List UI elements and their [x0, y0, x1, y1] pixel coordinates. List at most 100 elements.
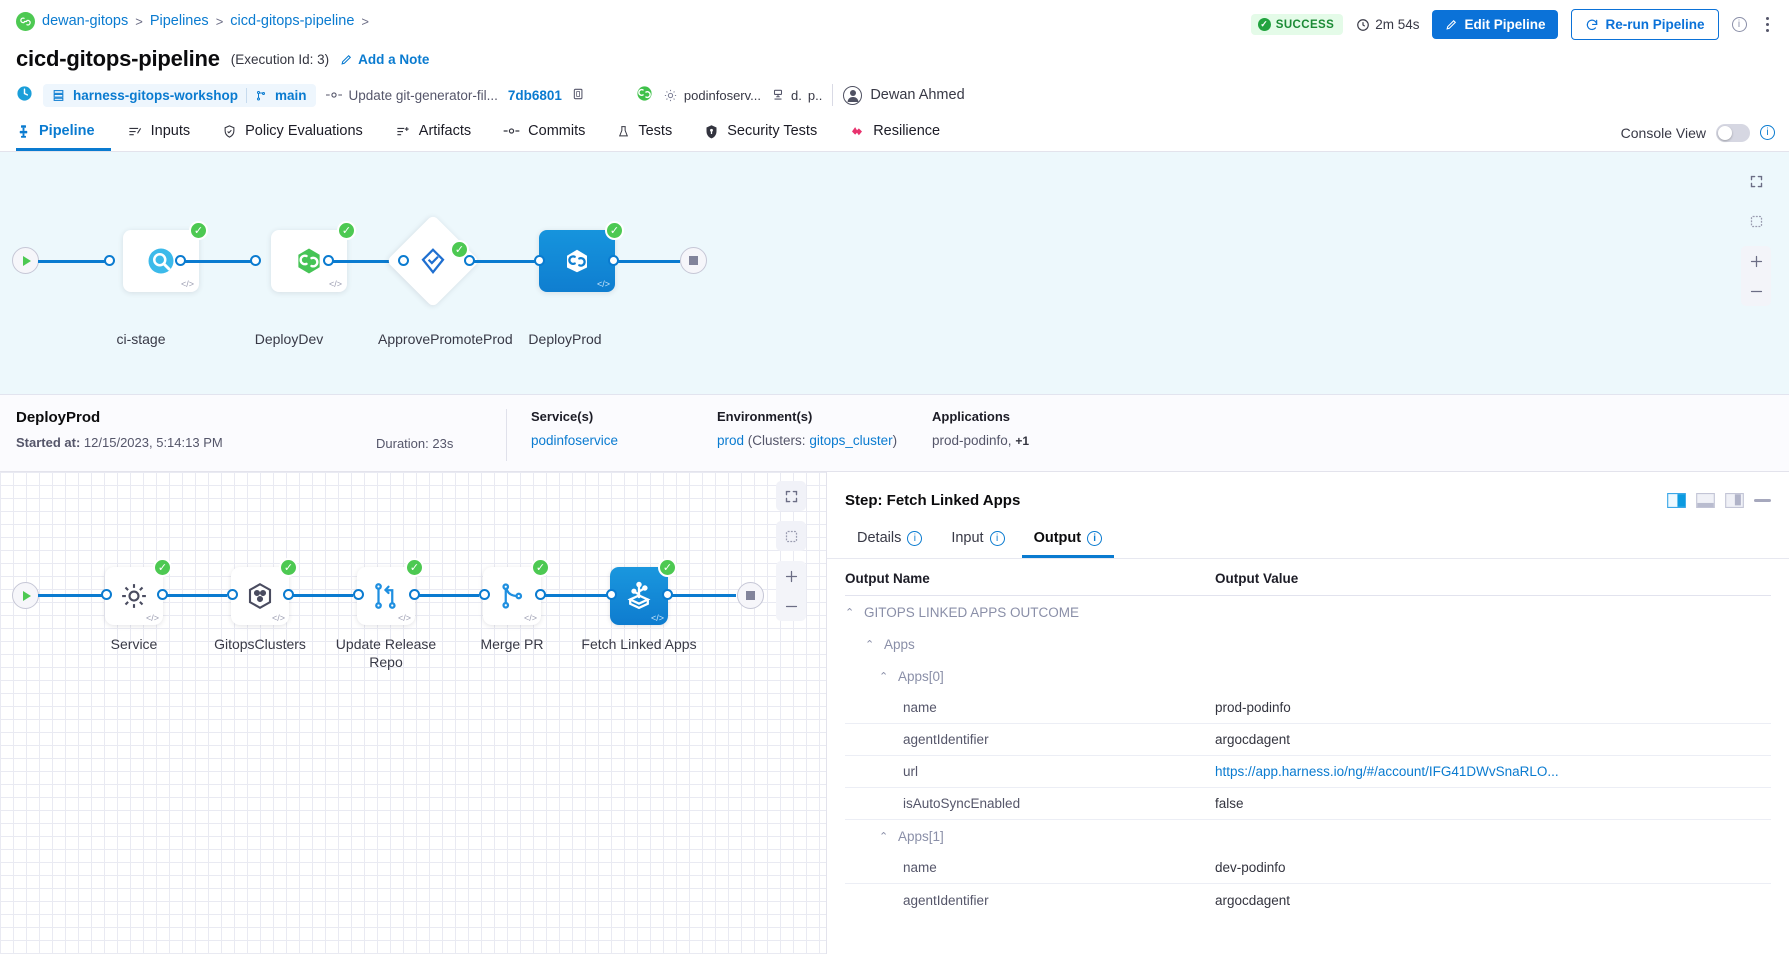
- info-icon[interactable]: i: [907, 530, 923, 546]
- service-link[interactable]: podinfoservice: [531, 433, 619, 448]
- split-view-icon[interactable]: [1667, 492, 1686, 508]
- fullscreen-icon[interactable]: [1741, 166, 1771, 196]
- lower-split: ✓ </> ✓ </> ✓: [0, 472, 1789, 954]
- tab-pipeline[interactable]: Pipeline: [16, 114, 111, 151]
- minimize-icon[interactable]: [1754, 498, 1771, 502]
- services-label: Service(s): [531, 409, 594, 424]
- step-node-service[interactable]: ✓ </>: [105, 558, 172, 625]
- status-badge: ✓ SUCCESS: [1250, 14, 1344, 35]
- step-graph[interactable]: ✓ </> ✓ </> ✓: [0, 472, 827, 954]
- applications-more[interactable]: +1: [1015, 434, 1030, 448]
- rerun-pipeline-button[interactable]: Re-run Pipeline: [1571, 9, 1719, 40]
- flask-icon: [619, 125, 629, 136]
- tab-tests[interactable]: Tests: [601, 114, 688, 151]
- step-node-gitopsclusters[interactable]: ✓ </>: [231, 558, 298, 625]
- chevron-up-icon[interactable]: ⌃: [879, 830, 889, 843]
- tab-input[interactable]: Input i: [939, 524, 1016, 558]
- output-name-cell: name: [845, 860, 1215, 875]
- tab-inputs[interactable]: Inputs: [111, 114, 207, 151]
- tab-output[interactable]: Output i: [1021, 524, 1115, 558]
- title-row: cicd-gitops-pipeline (Execution Id: 3) A…: [0, 42, 1789, 76]
- step-node-merge-pr[interactable]: ✓ </>: [483, 558, 550, 625]
- clock-icon: [1357, 18, 1370, 31]
- tab-artifacts[interactable]: Artifacts: [379, 114, 487, 151]
- stage-node-deploydev[interactable]: ✓ </>: [271, 221, 356, 292]
- cluster-link[interactable]: gitops_cluster: [809, 433, 893, 448]
- right-view-icon[interactable]: [1725, 492, 1744, 508]
- commit-id[interactable]: 7db6801: [507, 87, 562, 103]
- copy-icon[interactable]: [572, 87, 586, 104]
- output-name-text: agentIdentifier: [903, 732, 989, 747]
- step-node-fetch-linked-apps[interactable]: ✓ </>: [610, 558, 677, 625]
- connector-line: [614, 260, 680, 263]
- stage-node-deployprod[interactable]: ✓ </>: [539, 221, 624, 292]
- info-icon[interactable]: i: [989, 530, 1005, 546]
- ci-build-icon: [148, 248, 174, 274]
- execution-duration: 2m 54s: [1356, 17, 1419, 32]
- stage-graph[interactable]: ✓ </> ✓ </>: [0, 152, 1789, 395]
- chevron-up-icon[interactable]: ⌃: [845, 606, 855, 619]
- tab-resilience[interactable]: Resilience: [833, 114, 956, 151]
- steps-end-node[interactable]: [737, 582, 764, 609]
- zoom-out-icon[interactable]: [776, 591, 806, 621]
- fullscreen-icon[interactable]: [776, 481, 806, 511]
- console-view-toggle[interactable]: [1716, 123, 1750, 142]
- pipeline-end-node[interactable]: [680, 247, 707, 274]
- info-icon[interactable]: i: [1731, 17, 1747, 32]
- gitops-green-icon: [636, 85, 653, 105]
- chevron-up-icon[interactable]: ⌃: [865, 638, 875, 651]
- step-node-update-release-repo[interactable]: ✓ </>: [357, 558, 424, 625]
- connector-dot: [662, 589, 673, 600]
- tab-security-tests[interactable]: Security Tests: [688, 114, 833, 151]
- status-success-icon: ✓: [153, 558, 172, 577]
- commit-message: Update git-generator-fil...: [325, 88, 498, 103]
- add-note-button[interactable]: Add a Note: [340, 52, 429, 67]
- pipeline-start-node[interactable]: [12, 247, 39, 274]
- edit-pipeline-button[interactable]: Edit Pipeline: [1432, 10, 1559, 39]
- chevron-up-icon[interactable]: ⌃: [879, 670, 889, 683]
- zoom-in-icon[interactable]: [776, 561, 806, 591]
- breadcrumb-item-pipelines[interactable]: Pipelines: [149, 13, 209, 29]
- breadcrumb-item-org[interactable]: dewan-gitops: [42, 13, 129, 29]
- output-name-text: name: [903, 860, 937, 875]
- more-options-icon[interactable]: [1760, 14, 1776, 36]
- output-panel-title: Step: Fetch Linked Apps: [845, 491, 1021, 509]
- output-name-cell: ⌃Apps: [845, 637, 1215, 652]
- connector-line: [329, 260, 404, 263]
- breadcrumb-item-pipeline[interactable]: cicd-gitops-pipeline: [230, 13, 355, 29]
- gitops-green-icon: [298, 248, 320, 274]
- tab-label: Inputs: [150, 123, 191, 139]
- fit-icon[interactable]: [1741, 206, 1771, 236]
- output-value-cell[interactable]: https://app.harness.io/ng/#/account/IFG4…: [1215, 764, 1559, 779]
- output-name-cell: name: [845, 700, 1215, 715]
- connector-dot: [606, 589, 617, 600]
- tab-policy-evaluations[interactable]: Policy Evaluations: [206, 114, 379, 151]
- output-table: Output Name Output Value ⌃GITOPS LINKED …: [827, 559, 1789, 916]
- output-name-cell: agentIdentifier: [845, 732, 1215, 747]
- zoom-out-icon[interactable]: [1741, 276, 1771, 306]
- stage-label-ci-stage: ci-stage: [116, 331, 166, 347]
- output-name-text: name: [903, 700, 937, 715]
- info-icon[interactable]: i: [1087, 530, 1103, 546]
- pencil-icon: [341, 54, 352, 65]
- connector-dot: [535, 589, 546, 600]
- stage-started-at: Started at: 12/15/2023, 5:14:13 PM: [16, 435, 376, 450]
- step-label-merge-pr: Merge PR: [480, 636, 544, 652]
- connector-dot: [104, 255, 115, 266]
- fit-icon[interactable]: [776, 521, 806, 551]
- zoom-in-icon[interactable]: [1741, 246, 1771, 276]
- environments-label: Environment(s): [717, 409, 813, 424]
- steps-start-node[interactable]: [12, 582, 39, 609]
- stage-node-approvepromoteprod[interactable]: [386, 214, 480, 308]
- repo-branch-chip[interactable]: harness-gitops-workshop main: [43, 83, 316, 107]
- tab-label: Policy Evaluations: [245, 123, 363, 139]
- output-name-cell: url: [845, 764, 1215, 779]
- environment-link[interactable]: prod: [717, 433, 745, 448]
- bottom-view-icon[interactable]: [1696, 492, 1715, 508]
- output-name-cell: ⌃Apps[0]: [845, 669, 1215, 684]
- info-icon[interactable]: i: [1760, 125, 1775, 140]
- output-name-text: isAutoSyncEnabled: [903, 796, 1021, 811]
- tab-commits[interactable]: Commits: [487, 114, 601, 151]
- tab-details[interactable]: Details i: [845, 524, 934, 558]
